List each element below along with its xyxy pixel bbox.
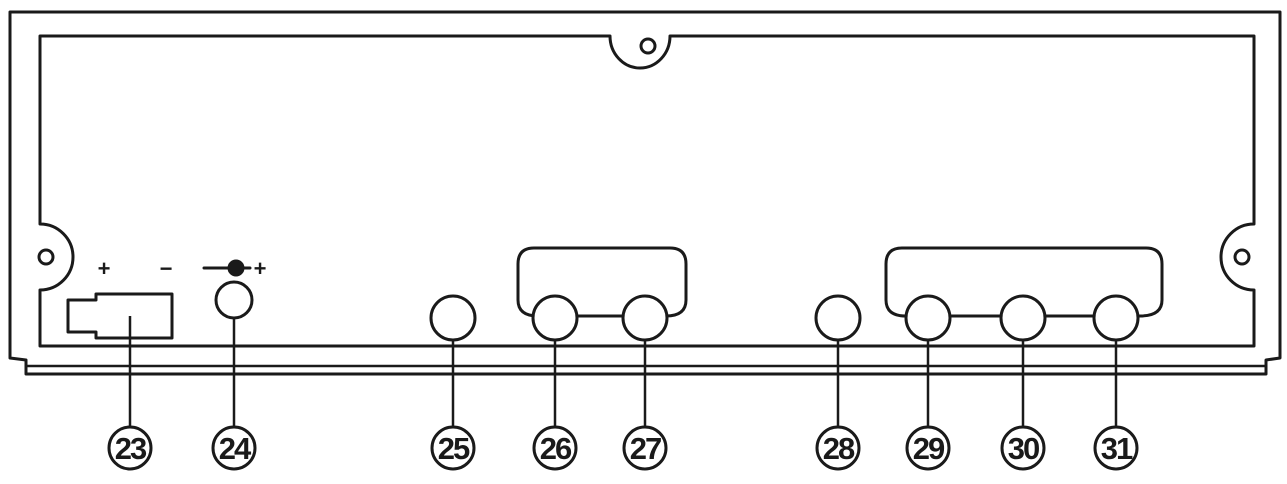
- jack-28: [814, 294, 862, 342]
- callout-26: 26: [532, 425, 578, 471]
- svg-text:29: 29: [913, 431, 945, 466]
- screw-hole-top: [639, 37, 657, 55]
- jack-30: [999, 294, 1047, 342]
- power-terminal-minus-label: −: [160, 256, 173, 281]
- connector-group-29-31: [884, 246, 1164, 318]
- callout-28: 28: [815, 425, 861, 471]
- dc-jack-polarity-label: +: [254, 256, 267, 281]
- callout-29: 29: [905, 425, 951, 471]
- callout-23: 23: [107, 425, 153, 471]
- screw-hole-right: [1233, 248, 1251, 266]
- inner-panel-outline: [38, 34, 1256, 348]
- jack-25: [429, 294, 477, 342]
- svg-text:30: 30: [1008, 431, 1039, 466]
- screw-hole-left: [37, 248, 55, 266]
- svg-text:25: 25: [438, 431, 470, 466]
- jack-31: [1092, 294, 1140, 342]
- svg-text:24: 24: [219, 431, 252, 466]
- power-terminal-plus-label: +: [98, 256, 111, 281]
- callout-25: 25: [430, 425, 476, 471]
- svg-text:23: 23: [115, 431, 147, 466]
- callout-24: 24: [211, 425, 257, 471]
- power-terminal-connector: + −: [66, 256, 174, 340]
- callout-27: 27: [622, 425, 668, 471]
- callout-30: 30: [1000, 425, 1046, 471]
- svg-text:26: 26: [540, 431, 572, 466]
- svg-text:27: 27: [630, 431, 661, 466]
- dc-jack: +: [202, 256, 267, 320]
- svg-text:31: 31: [1101, 431, 1133, 466]
- callout-31: 31: [1093, 425, 1139, 471]
- leader-lines: [128, 318, 1118, 428]
- svg-text:28: 28: [823, 431, 855, 466]
- jack-27: [621, 294, 669, 342]
- jack-29: [904, 294, 952, 342]
- jack-26: [531, 294, 579, 342]
